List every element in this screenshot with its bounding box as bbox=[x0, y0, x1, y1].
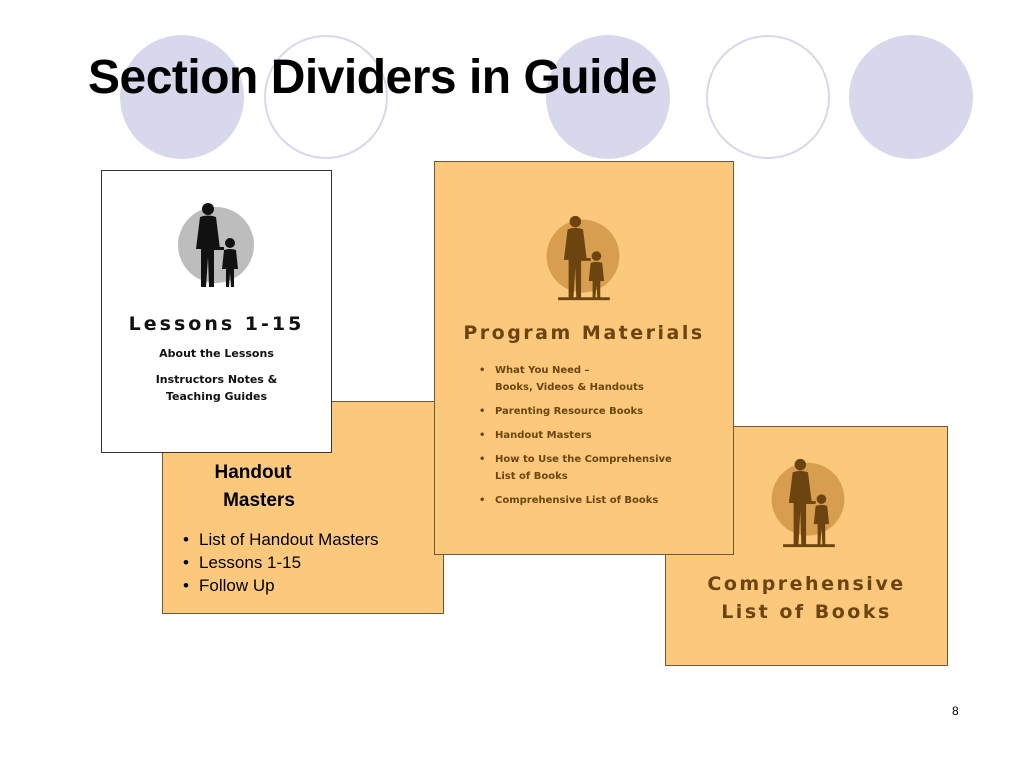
handout-heading-line2: Masters bbox=[223, 490, 295, 511]
list-item: Parenting Resource Books bbox=[479, 403, 729, 420]
program-heading: Program Materials bbox=[463, 322, 705, 344]
parent-and-child-silhouette-icon bbox=[546, 215, 620, 301]
program-item-3-line1: Handout Masters bbox=[495, 430, 592, 441]
handout-list: List of Handout Masters Lessons 1-15 Fol… bbox=[183, 528, 379, 597]
list-item: How to Use the Comprehensive List of Boo… bbox=[479, 451, 729, 485]
comprehensive-heading-line1: Comprehensive bbox=[707, 573, 906, 595]
lessons-line-2: Instructors Notes & bbox=[155, 373, 278, 386]
handout-heading-line1: Handout bbox=[214, 462, 292, 483]
decorative-circle-3 bbox=[546, 35, 670, 159]
list-item: List of Handout Masters bbox=[183, 528, 379, 551]
parent-and-child-silhouette-icon bbox=[771, 458, 845, 548]
program-materials-card: Program Materials What You Need – Books,… bbox=[434, 161, 734, 555]
list-item: Lessons 1-15 bbox=[183, 551, 379, 574]
program-item-2-line1: Parenting Resource Books bbox=[495, 406, 644, 417]
slide-title: Section Dividers in Guide bbox=[88, 51, 657, 104]
lessons-line-3: Teaching Guides bbox=[165, 390, 268, 403]
parent-and-child-silhouette-icon bbox=[178, 203, 254, 287]
program-item-5-line1: Comprehensive List of Books bbox=[495, 495, 659, 506]
list-item: Follow Up bbox=[183, 574, 379, 597]
decorative-circle-4 bbox=[706, 35, 830, 159]
comprehensive-heading-line2: List of Books bbox=[721, 601, 892, 623]
decorative-circle-2 bbox=[264, 35, 388, 159]
program-item-4-line2: List of Books bbox=[495, 471, 568, 482]
page-number: 8 bbox=[952, 704, 959, 718]
list-item: What You Need – Books, Videos & Handouts bbox=[479, 362, 729, 396]
decorative-circle-1 bbox=[120, 35, 244, 159]
program-item-1-line2: Books, Videos & Handouts bbox=[495, 382, 644, 393]
program-list: What You Need – Books, Videos & Handouts… bbox=[479, 362, 729, 516]
lessons-line-1: About the Lessons bbox=[159, 347, 274, 360]
decorative-circle-5 bbox=[849, 35, 973, 159]
lessons-card: Lessons 1-15 About the Lessons Instructo… bbox=[101, 170, 332, 453]
program-item-1-line1: What You Need – bbox=[495, 365, 590, 376]
list-item: Comprehensive List of Books bbox=[479, 492, 729, 509]
program-item-4-line1: How to Use the Comprehensive bbox=[495, 454, 672, 465]
list-item: Handout Masters bbox=[479, 427, 729, 444]
lessons-heading: Lessons 1-15 bbox=[128, 313, 305, 335]
